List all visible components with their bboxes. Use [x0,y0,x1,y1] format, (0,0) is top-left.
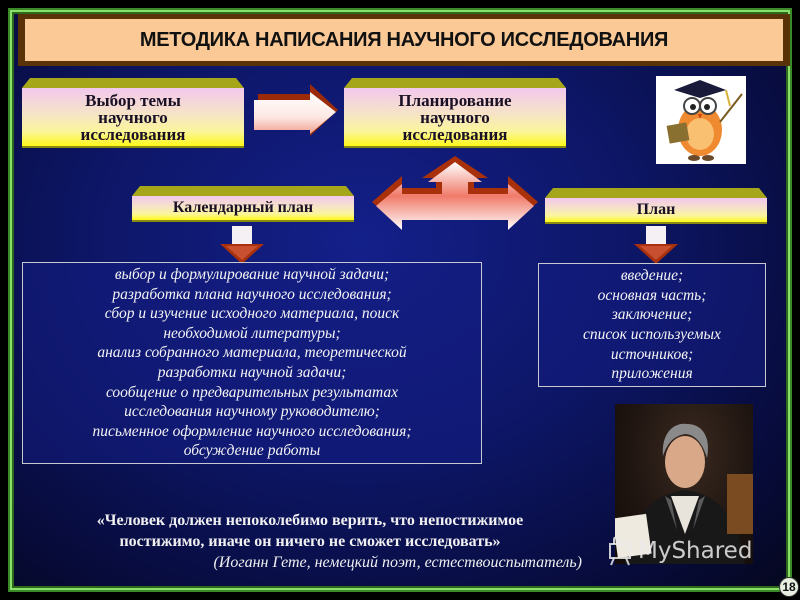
calendar-tasks-list: выбор и формулирование научной задачи; р… [22,262,482,464]
task-item: исследования научному руководителю; [124,403,380,421]
owl-scholar-icon [656,76,746,164]
quote-line-1: «Человек должен непоколебимо верить, что… [96,512,524,529]
goethe-portrait [615,404,753,564]
down-arrow-icon [634,226,678,264]
slide-title: МЕТОДИКА НАПИСАНИЯ НАУЧНОГО ИССЛЕДОВАНИЯ [25,19,783,61]
goethe-quote: «Человек должен непоколебимо верить, что… [30,510,590,573]
three-way-arrow-icon [372,156,538,230]
task-item: обсуждение работы [183,442,321,460]
quote-line-2: постижимо, иначе он ничего не сможет исс… [119,533,501,550]
plan-item: заключение; [611,306,693,324]
task-item: необходимой литературы; [163,324,341,342]
plan-item: список используемых [583,326,721,343]
task-item: разработка плана научного исследования; [112,285,392,303]
planning-line-2: научного [420,107,490,127]
task-item: разработки научной задачи; [157,364,347,381]
planning-line-3: исследования [402,124,508,144]
plan-box: План [545,188,767,224]
calendar-plan-label: Календарный план [132,196,354,222]
page-number-badge: 18 [779,577,799,597]
plan-item: источников; [610,345,694,363]
box-bevel [22,78,244,88]
myshared-watermark: MyShared [606,536,752,566]
task-item: сбор и изучение исходного материала, пои… [104,305,400,323]
projector-icon [609,536,631,566]
box-bevel [344,78,566,88]
planning-box: Планирование научного исследования [344,78,566,148]
plan-label: План [545,198,767,224]
task-item: письменное оформление научного исследова… [92,422,412,440]
down-arrow-icon [220,226,264,264]
plan-item: приложения [611,365,693,383]
quote-author: (Иоганн Гете, немецкий поэт, естествоисп… [213,554,582,571]
calendar-plan-box: Календарный план [132,186,354,222]
right-arrow-icon [254,84,338,136]
task-item: анализ собранного материала, теоретическ… [97,344,407,362]
task-item: сообщение о предварительных результатах [105,383,399,401]
title-bar: МЕТОДИКА НАПИСАНИЯ НАУЧНОГО ИССЛЕДОВАНИЯ [18,14,790,66]
box-bevel [545,188,767,198]
planning-line-1: Планирование [398,90,512,110]
watermark-text: MyShared [638,538,753,564]
plan-contents-list: введение; основная часть; заключение; сп… [538,263,766,387]
plan-item: введение; [620,267,684,285]
topic-choice-line-1: Выбор темы [85,90,181,110]
topic-choice-line-2: научного [98,107,168,127]
topic-choice-line-3: исследования [80,124,186,144]
topic-choice-box: Выбор темы научного исследования [22,78,244,148]
plan-item: основная часть; [597,286,707,304]
box-bevel [132,186,354,196]
task-item: выбор и формулирование научной задачи; [114,266,390,284]
